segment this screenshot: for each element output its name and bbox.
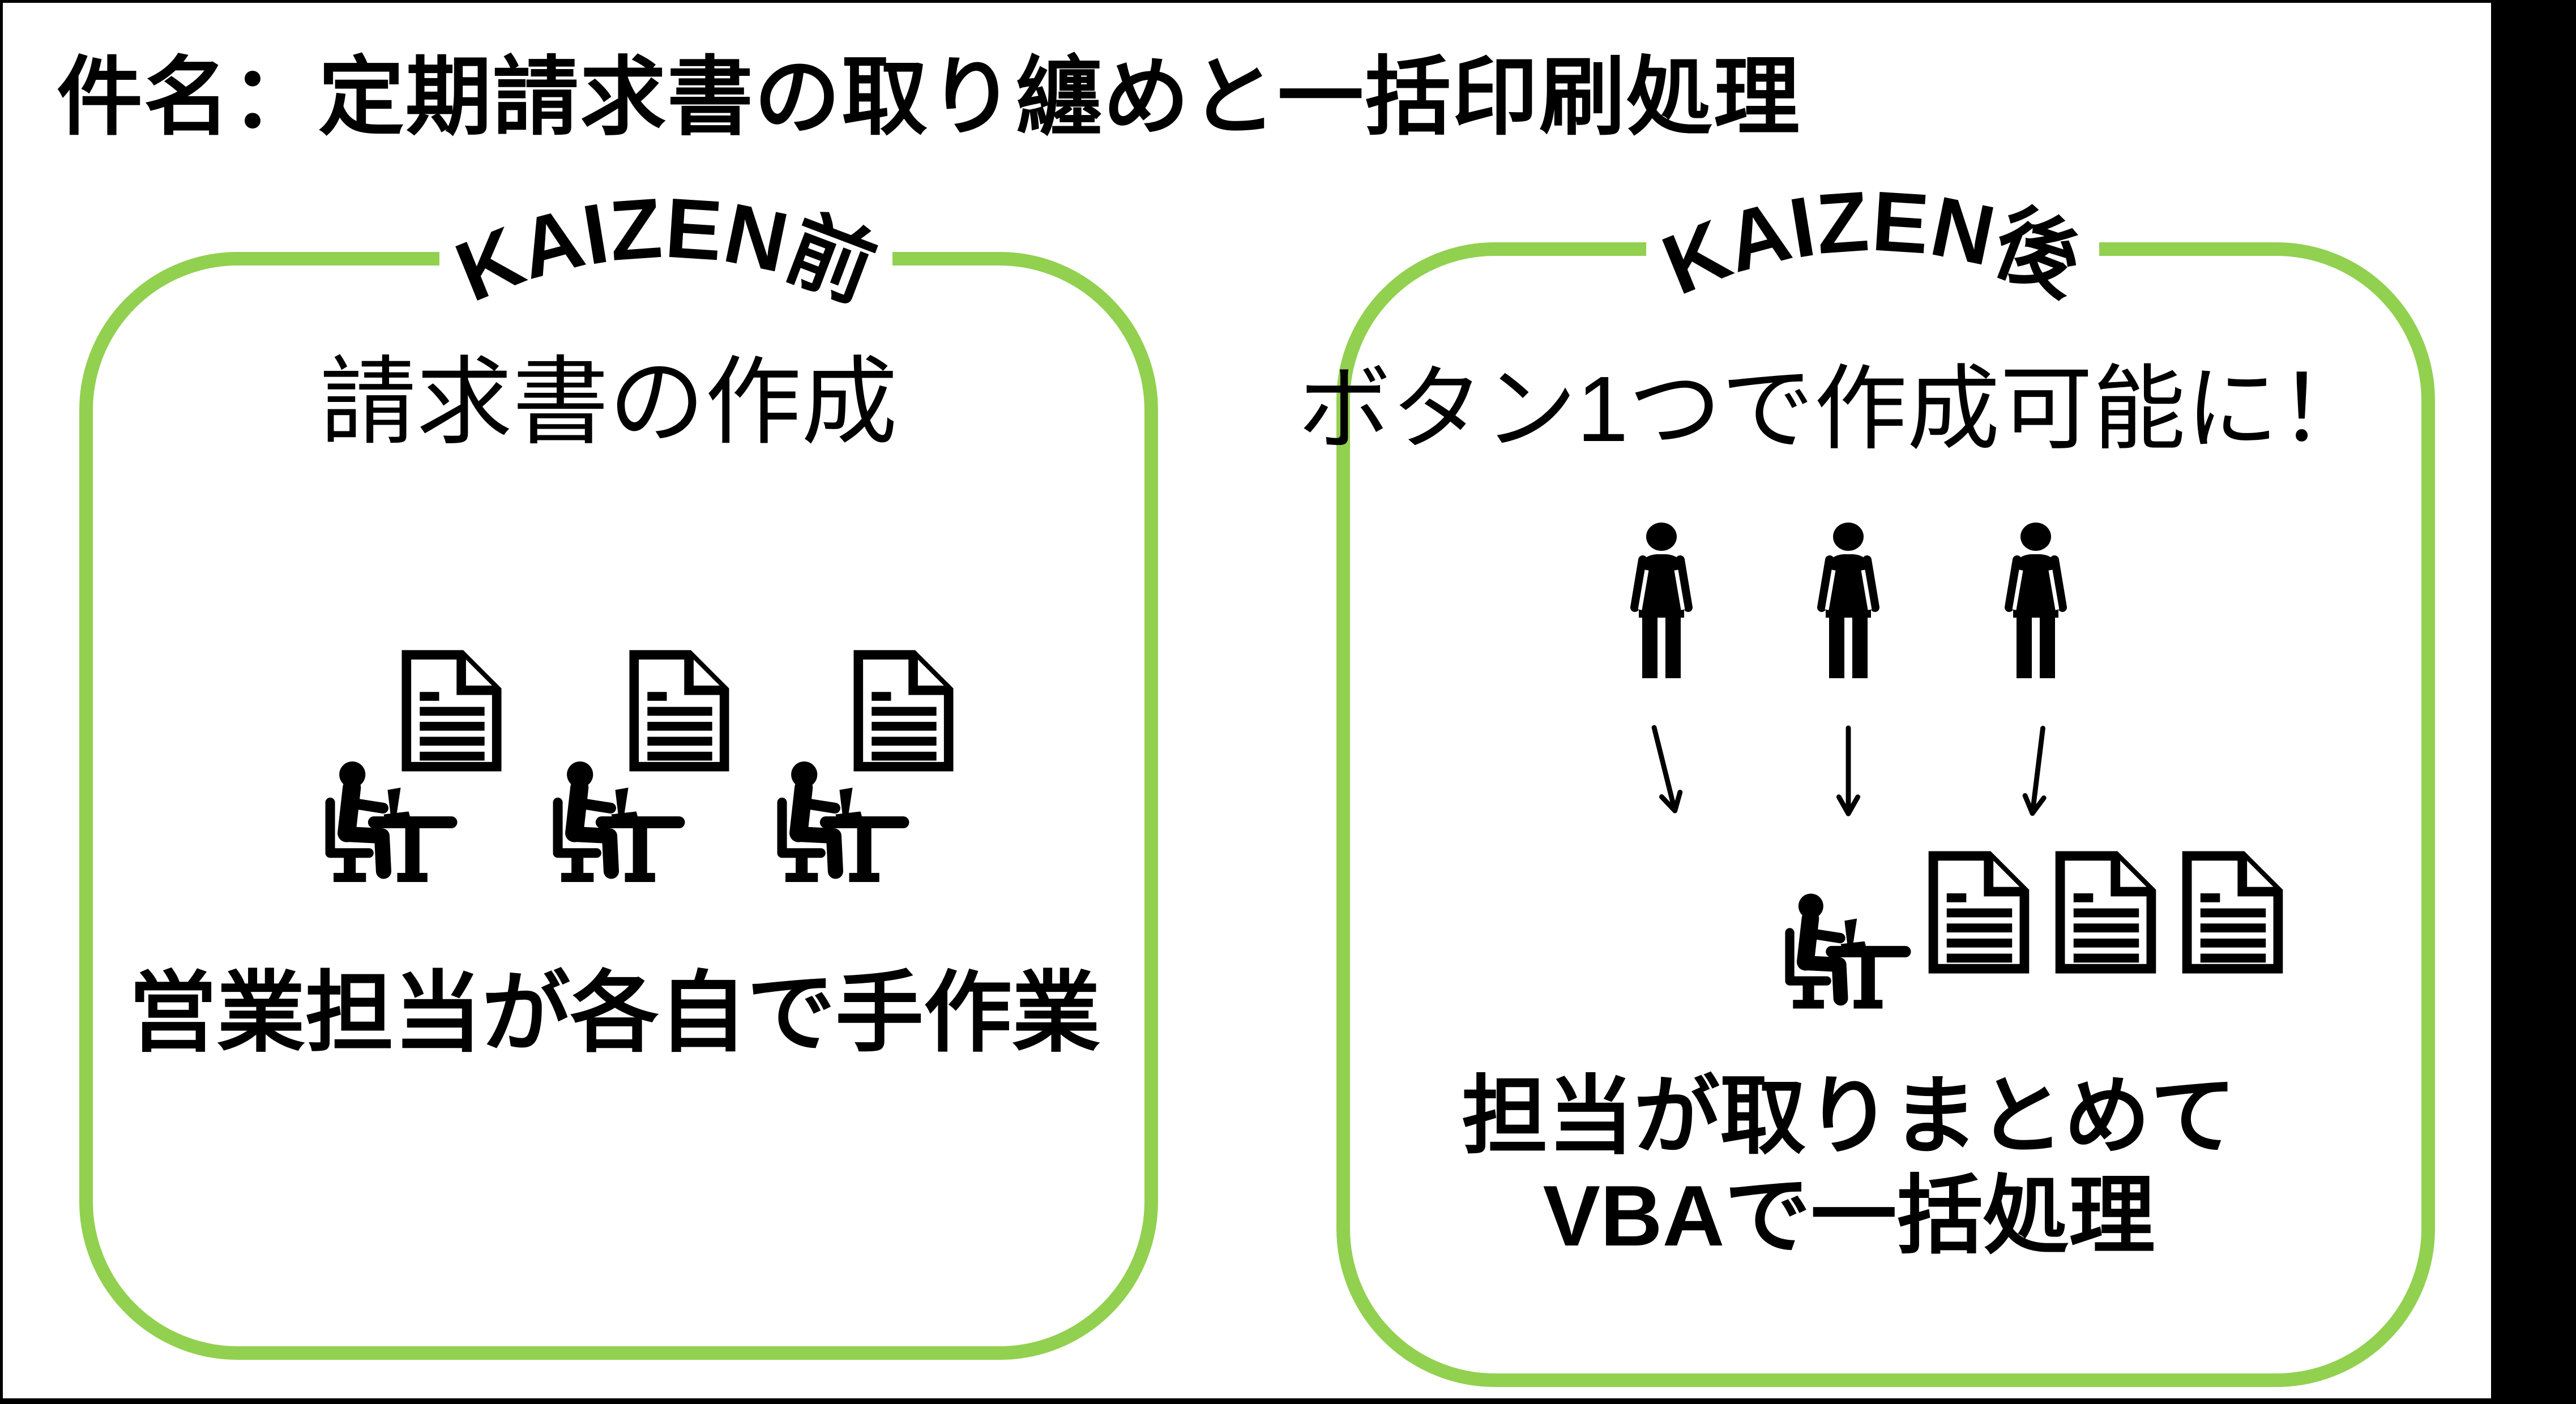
standing-person-icon (1809, 523, 1888, 678)
person-at-desk-icon (776, 761, 909, 882)
before-heading: 請求書の作成 (319, 349, 898, 456)
worker-group (552, 648, 738, 883)
svg-text:KAIZEN後: KAIZEN後 (1650, 173, 2095, 313)
person-at-desk-icon (552, 761, 685, 882)
after-caption-line2: VBAで一括処理 (1543, 1168, 2155, 1264)
person-at-desk-icon (1784, 883, 1911, 1019)
document-icon (2051, 849, 2160, 975)
document-icon (626, 648, 732, 773)
svg-text:KAIZEN前: KAIZEN前 (443, 180, 888, 320)
worker-group (324, 648, 511, 883)
before-caption: 営業担当が各自で手作業 (129, 964, 1100, 1063)
page-title: 件名：定期請求書の取り纏めと一括印刷処理 (57, 49, 1801, 145)
worker-group (776, 648, 963, 883)
down-arrow-icon (1814, 724, 1882, 821)
before-panel-label-text: KAIZEN前 (443, 180, 888, 320)
before-panel-label: KAIZEN前 (439, 180, 892, 323)
document-icon (1924, 849, 2033, 975)
after-caption-line1: 担当が取りまとめて (1462, 1068, 2236, 1165)
after-heading: ボタン1つで作成可能に！ (1298, 357, 2372, 461)
person-at-desk-icon (324, 761, 458, 882)
after-panel-label-text: KAIZEN後 (1650, 173, 2095, 313)
document-icon (2178, 849, 2287, 975)
after-panel-label: KAIZEN後 (1646, 173, 2099, 316)
standing-person-icon (1622, 523, 1701, 678)
document-icon (399, 648, 504, 773)
document-icon (851, 648, 956, 773)
standing-person-icon (1996, 523, 2075, 678)
down-arrow-icon (1998, 720, 2077, 824)
